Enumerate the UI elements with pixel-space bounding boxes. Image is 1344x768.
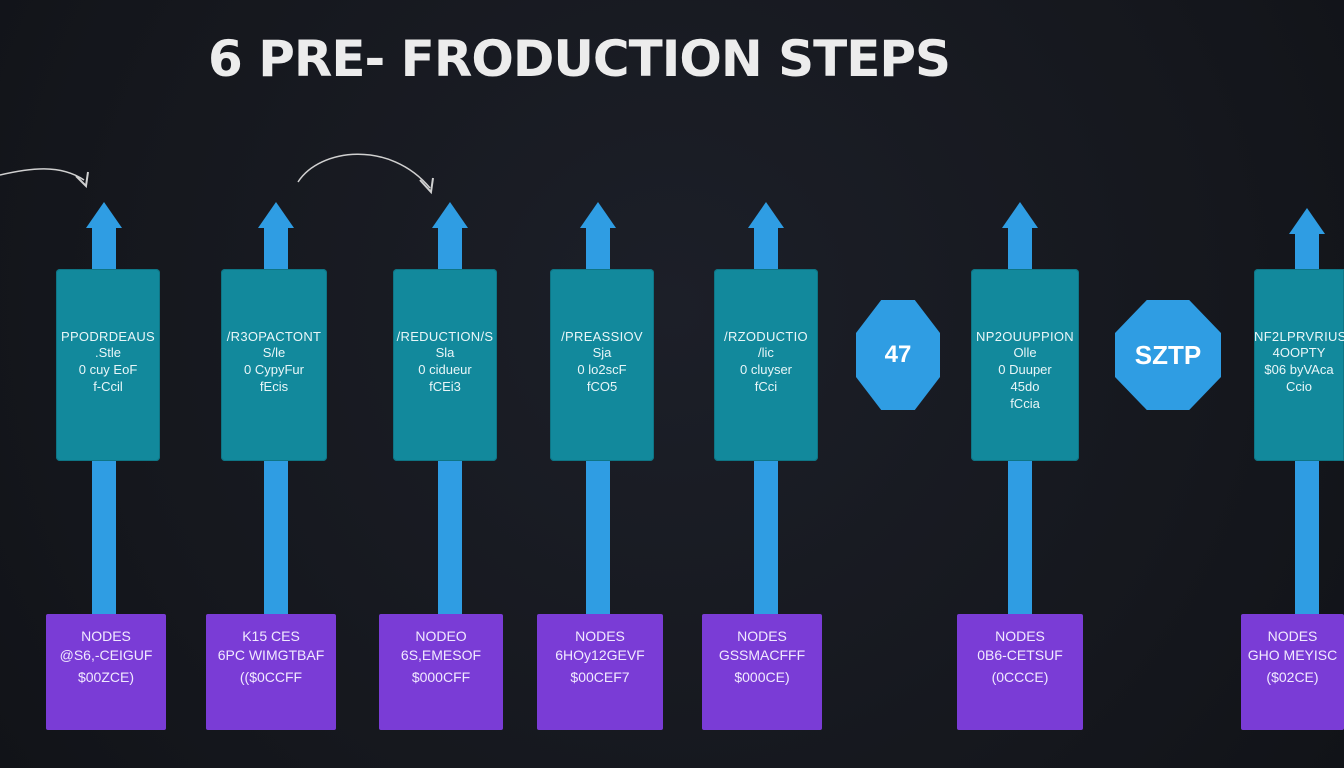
step-badge-sztp: SZTP — [1115, 300, 1221, 410]
step-4-card-line-1: Sja — [592, 345, 612, 360]
step-1-card: PPODRDEAUS .Stle 0 cuy EoF f-Ccil — [56, 269, 160, 461]
step-2-node-line-1: 6PC WIMGTBAF — [217, 647, 325, 663]
step-5-node-line-2: $000CE) — [734, 669, 790, 685]
step-6-node: NODES 0B6-CETSUF (0CCCE) — [957, 614, 1083, 730]
step-2-card: /R3OPACTONT S/le 0 CypyFur fEcis — [221, 269, 327, 461]
step-5-card: /RZODUCTIO /lic 0 cluyser fCci — [714, 269, 818, 461]
step-1-node-heading: NODES — [81, 628, 131, 644]
step-4-node-line-1: 6HOy12GEVF — [555, 647, 645, 663]
step-3-node-heading: NODEO — [415, 628, 467, 644]
step-1-node-line-1: @S6,-CEIGUF — [59, 647, 153, 663]
step-4-card: /PREASSIOV Sja 0 lo2scF fCO5 — [550, 269, 654, 461]
step-4-arrow — [580, 202, 616, 228]
step-2-card-line-2: 0 CypyFur — [244, 362, 304, 377]
step-5-card-line-1: /lic — [758, 345, 774, 360]
step-7-arrow — [1289, 208, 1325, 234]
step-5-node: NODES GSSMACFFF $000CE) — [702, 614, 822, 730]
step-2-card-line-3: fEcis — [259, 379, 289, 394]
step-5-node-heading: NODES — [737, 628, 787, 644]
step-6-card-line-2: 0 Duuper — [998, 362, 1052, 377]
step-6-card: NP2OUUPPION Olle 0 Duuper 45do fCcia — [971, 269, 1079, 461]
step-6-card-line-1: Olle — [1013, 345, 1037, 360]
step-5-card-line-3: fCci — [754, 379, 778, 394]
step-badge-47: 47 — [856, 300, 940, 410]
step-3-node: NODEO 6S,EMESOF $000CFF — [379, 614, 503, 730]
step-3-card-heading: /REDUCTION/S — [396, 329, 494, 344]
step-6-node-heading: NODES — [995, 628, 1045, 644]
step-7-card: NF2LPRVRIUS 4OOPTY $06 byVAca Ccio — [1254, 269, 1344, 461]
step-5-card-heading: /RZODUCTIO — [724, 329, 808, 344]
step-4-card-heading: /PREASSIOV — [561, 329, 643, 344]
step-5-arrow — [748, 202, 784, 228]
step-1-card-line-2: 0 cuy EoF — [78, 362, 138, 377]
step-6-card-line-3: 45do — [1010, 379, 1040, 394]
step-1-card-heading: PPODRDEAUS — [60, 329, 156, 344]
step-6-card-line-4: fCcia — [1010, 396, 1040, 411]
step-7-card-line-3: Ccio — [1285, 379, 1312, 394]
step-7-node-heading: NODES — [1267, 628, 1318, 644]
step-1-card-line-1: .Stle — [94, 345, 121, 360]
step-3-node-line-2: $000CFF — [411, 669, 471, 685]
curve-arrow-2 — [297, 153, 431, 189]
step-4-node-line-2: $00CEF7 — [570, 669, 630, 685]
step-6-arrow — [1002, 202, 1038, 228]
step-7-node-line-1: GHO MEYISC — [1247, 647, 1338, 663]
step-4-node: NODES 6HOy12GEVF $00CEF7 — [537, 614, 663, 730]
step-2-arrow — [258, 202, 294, 228]
step-2-node-heading: K15 CES — [242, 628, 300, 644]
step-5-node-line-1: GSSMACFFF — [718, 647, 806, 663]
step-3-card: /REDUCTION/S Sla 0 cidueur fCEi3 — [393, 269, 497, 461]
step-2-node-line-2: (($0CCFF — [239, 669, 303, 685]
curve-arrow-2-head — [419, 177, 434, 195]
step-3-card-line-2: 0 cidueur — [418, 362, 472, 377]
step-6-node-line-1: 0B6-CETSUF — [977, 647, 1063, 663]
step-1-node-line-2: $00ZCE) — [77, 669, 135, 685]
step-7-card-heading: NF2LPRVRIUS — [1254, 329, 1344, 344]
step-3-card-line-1: Sla — [435, 345, 455, 360]
step-5-card-line-2: 0 cluyser — [739, 362, 793, 377]
step-7-card-line-2: $06 byVAca — [1264, 362, 1334, 377]
step-3-arrow — [432, 202, 468, 228]
step-7-card-line-1: 4OOPTY — [1272, 345, 1326, 360]
step-1-arrow — [86, 202, 122, 228]
curve-arrow-1 — [0, 168, 85, 181]
step-6-card-heading: NP2OUUPPION — [976, 329, 1074, 344]
step-4-card-line-3: fCO5 — [586, 379, 618, 394]
step-2-card-line-1: S/le — [262, 345, 286, 360]
step-7-node-line-2: ($02CE) — [1266, 669, 1319, 685]
step-7-node: NODES GHO MEYISC ($02CE) — [1241, 614, 1344, 730]
step-4-node-heading: NODES — [575, 628, 625, 644]
step-3-node-line-1: 6S,EMESOF — [400, 647, 482, 663]
page-title: 6 PRE- FRODUCTION STEPS — [208, 30, 951, 88]
step-1-card-line-3: f-Ccil — [93, 379, 123, 394]
step-2-node: K15 CES 6PC WIMGTBAF (($0CCFF — [206, 614, 336, 730]
step-1-node: NODES @S6,-CEIGUF $00ZCE) — [46, 614, 166, 730]
curve-arrow-1-head — [75, 171, 89, 189]
step-4-card-line-2: 0 lo2scF — [577, 362, 627, 377]
step-6-node-line-2: (0CCCE) — [991, 669, 1049, 685]
step-2-card-heading: /R3OPACTONT — [226, 329, 322, 344]
step-3-card-line-3: fCEi3 — [429, 379, 461, 394]
